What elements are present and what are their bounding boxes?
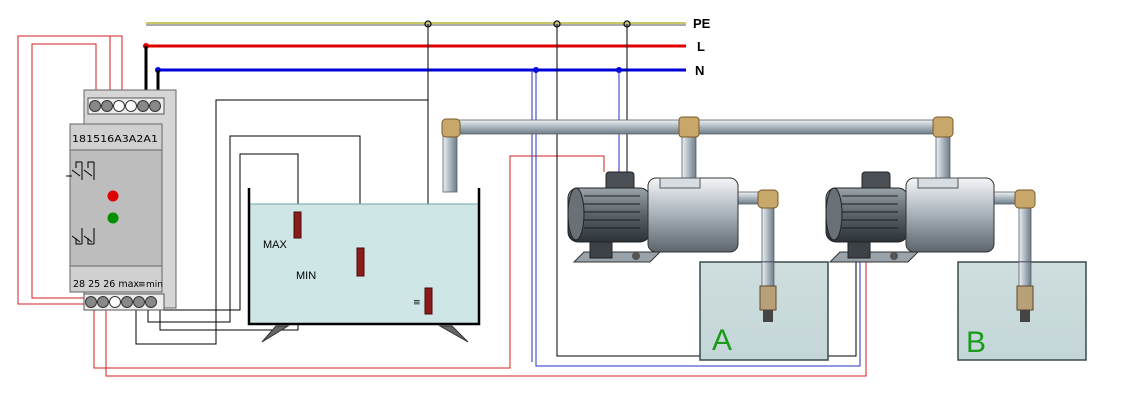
relay-top-terminal-labels: 181516A3A2A1 [72,134,158,145]
tee-pump-a [678,116,700,138]
probe-ground [424,287,433,315]
well-b: B [957,261,1087,361]
relay-min-label: min [146,280,163,290]
elbow-tank [441,118,461,138]
relay-ground-symbol: ≡ [138,280,146,290]
pump-a [567,171,739,263]
well-b-label: B [966,326,986,359]
probe-max [293,211,302,239]
tank-max-label: MAX [263,239,288,251]
led-green-icon [107,212,119,224]
led-red-icon [107,190,119,202]
level-relay: 181516A3A2A1 28 25 26 max ≡ min [66,89,177,311]
elbow-suction-a [757,189,779,209]
pump-b [825,171,995,263]
relay-bottom-terminal-labels: 28 25 26 max [73,279,139,290]
relay-contact-symbols [66,161,95,245]
elbow-suction-b [1014,189,1036,209]
relay-top-terminal-block [87,97,165,115]
bus-label-pe: PE [693,16,711,31]
foot-valve-b [1016,285,1034,311]
bus-pe [146,22,686,26]
relay-bottom-terminal-block [83,293,165,311]
well-a: A [699,261,829,361]
bus-label-l: L [697,39,705,54]
tank-min-label: MIN [296,270,316,282]
well-a-label: A [712,324,732,357]
probe-min [356,247,365,277]
bus-label-n: N [695,63,704,78]
tank-ground-symbol: ≡ [413,298,421,308]
water-tank: MAX MIN ≡ [247,188,481,343]
foot-valve-a [759,285,777,311]
elbow-pump-b [932,116,954,138]
